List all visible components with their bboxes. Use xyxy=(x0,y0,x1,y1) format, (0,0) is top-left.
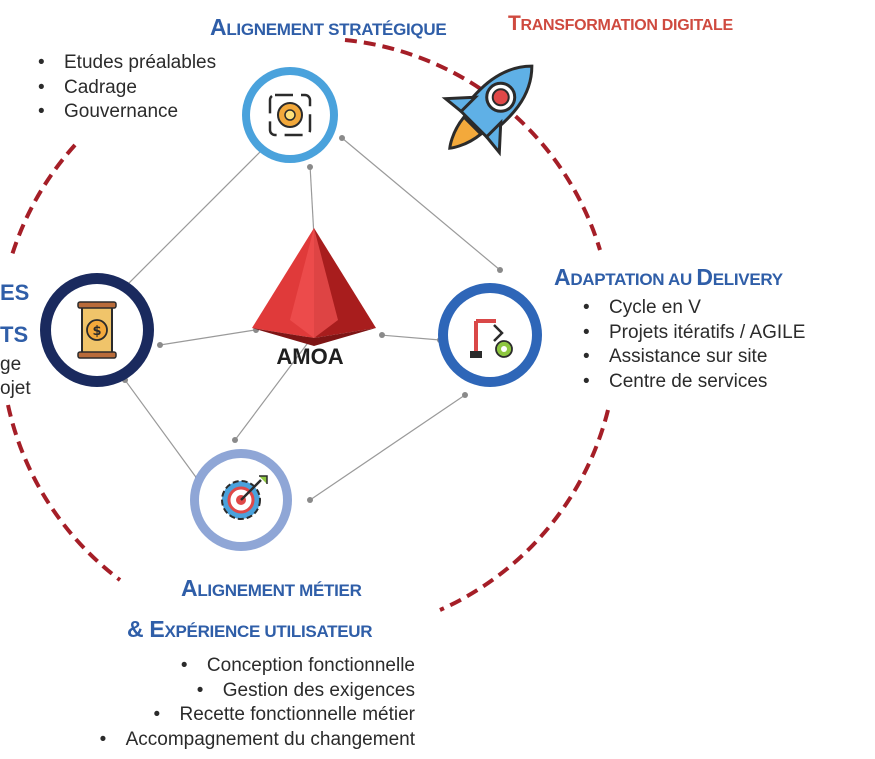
metier-title-line1: Alignement métier xyxy=(181,575,362,601)
list-item: Conception fonctionnelle xyxy=(100,654,415,679)
money-hourglass-icon: $ xyxy=(77,301,117,359)
list-item: Etudes préalables xyxy=(38,51,216,76)
list-item: Assistance sur site xyxy=(583,345,805,370)
lightbulb-gear-cycle-icon xyxy=(268,93,312,137)
list-item: Cadrage xyxy=(38,76,216,101)
robotic-arm-gear-icon xyxy=(470,319,513,358)
left-item-fragment-2: ojet xyxy=(0,378,31,399)
metier-list: Conception fonctionnelle Gestion des exi… xyxy=(100,654,415,752)
connector-lines xyxy=(121,137,501,501)
transformation-title: Transformation digitale xyxy=(508,12,733,35)
list-item: Centre de services xyxy=(583,370,805,395)
left-title-fragment-2: TS xyxy=(0,322,29,347)
list-item: Recette fonctionnelle métier xyxy=(100,703,415,728)
list-item: Accompagnement du changement xyxy=(100,728,415,753)
delivery-title: Adaptation au Delivery xyxy=(554,264,783,290)
list-item: Projets itératifs / AGILE xyxy=(583,321,805,346)
gear-target-icon xyxy=(221,475,268,520)
strategique-node[interactable] xyxy=(242,67,338,163)
metier-node[interactable] xyxy=(190,449,292,551)
strategique-list: Etudes préalables Cadrage Gouvernance xyxy=(38,51,216,125)
list-item: Cycle en V xyxy=(583,296,805,321)
left-title-fragment-1: ES xyxy=(0,280,30,305)
delivery-list: Cycle en V Projets itératifs / AGILE Ass… xyxy=(583,296,805,394)
delivery-node[interactable] xyxy=(438,283,542,387)
left-node[interactable]: $ xyxy=(40,273,154,387)
svg-text:$: $ xyxy=(92,324,101,339)
metier-title-line2: & Expérience utilisateur xyxy=(127,616,373,642)
rocket-icon xyxy=(441,64,534,157)
list-item: Gouvernance xyxy=(38,100,216,125)
left-item-fragment-1: ge xyxy=(0,354,22,375)
list-item: Gestion des exigences xyxy=(100,679,415,704)
strategique-title: Alignement stratégique xyxy=(210,14,447,40)
amoa-pyramid xyxy=(252,228,376,346)
amoa-label: AMOA xyxy=(276,344,344,369)
